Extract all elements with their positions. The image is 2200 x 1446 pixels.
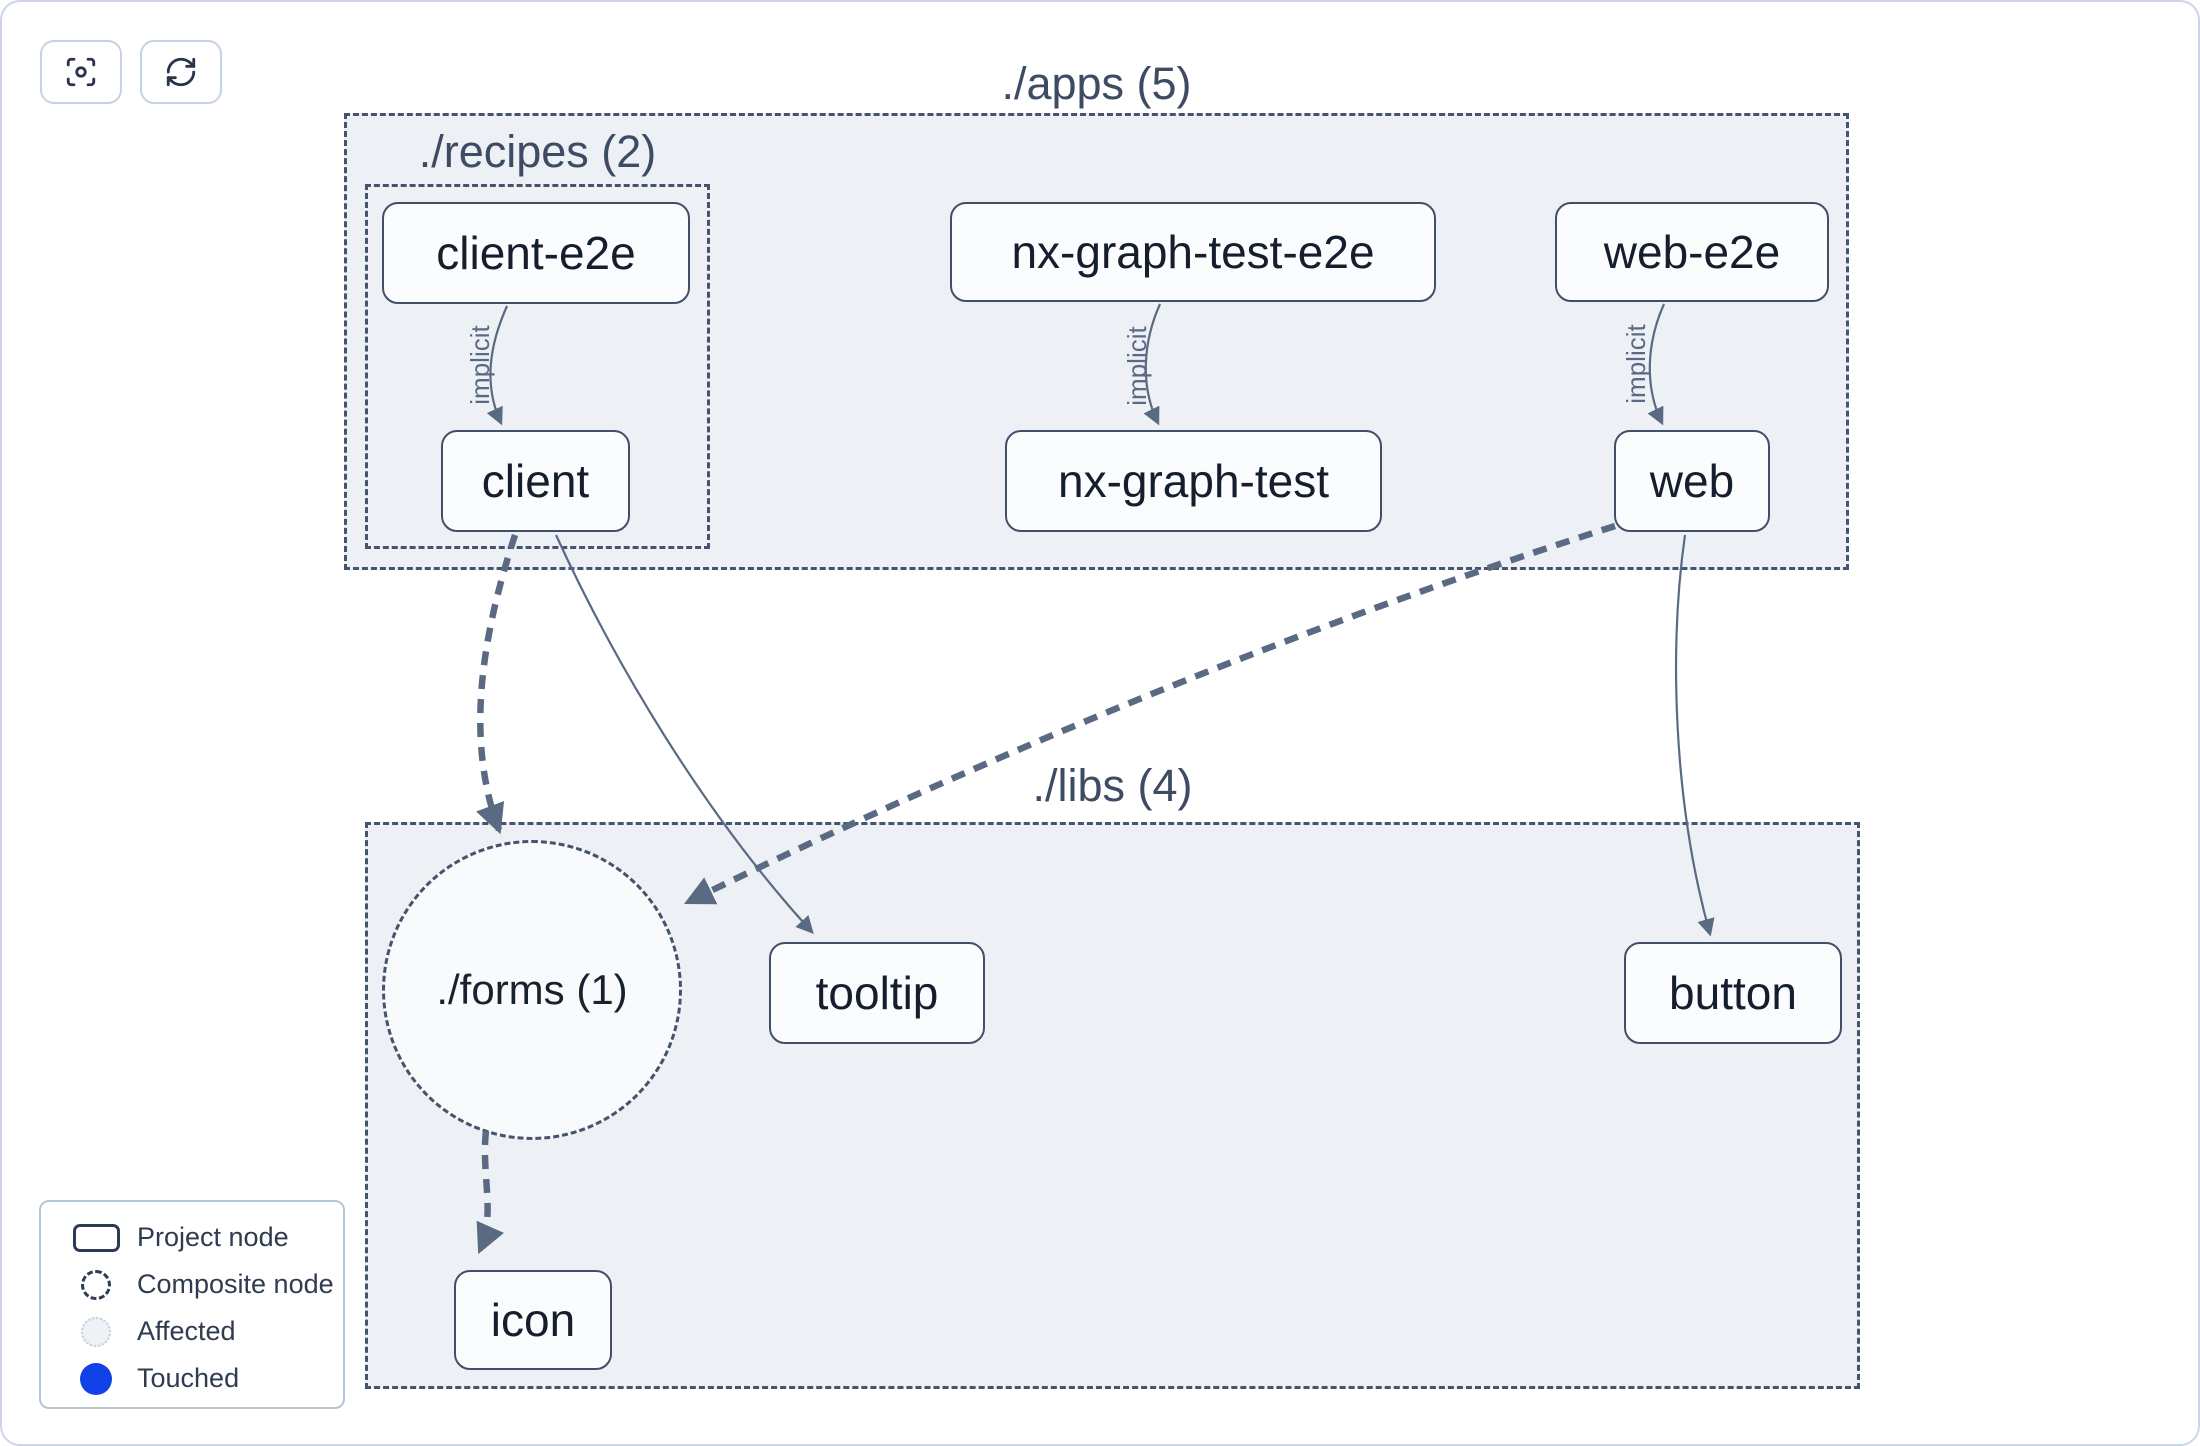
legend-row-affected: Affected	[65, 1308, 343, 1355]
project-node-button[interactable]: button	[1624, 942, 1842, 1044]
project-node-icon[interactable]: icon	[454, 1270, 612, 1370]
project-node-client-e2e[interactable]: client-e2e	[382, 202, 690, 304]
edge-nx-graph-test-e2e-to-nx-graph-test[interactable]	[1143, 303, 1162, 426]
edge-web-to-button[interactable]	[1675, 534, 1715, 937]
project-node-web-e2e[interactable]: web-e2e	[1555, 202, 1829, 302]
project-node-label: web	[1649, 455, 1735, 507]
legend-row-touched: Touched	[65, 1355, 343, 1402]
project-node-label: button	[1669, 967, 1797, 1019]
focus-button[interactable]	[40, 40, 122, 104]
project-node-label: icon	[490, 1294, 576, 1346]
project-node-label: client	[481, 455, 590, 507]
scan-focus-icon	[66, 57, 96, 87]
project-node-nx-graph-test[interactable]: nx-graph-test	[1005, 430, 1382, 532]
toolbar	[40, 40, 222, 104]
composite-node-forms-label: ./forms (1)	[436, 966, 628, 1013]
project-node-label: client-e2e	[436, 227, 636, 279]
legend-label: Touched	[137, 1363, 240, 1393]
container-recipes: ./recipes (2)	[365, 129, 710, 549]
edge-client-to-forms[interactable]	[476, 533, 519, 835]
legend-label: Composite node	[137, 1269, 334, 1299]
project-node-nx-graph-test-e2e[interactable]: nx-graph-test-e2e	[950, 202, 1436, 302]
project-node-label: web-e2e	[1603, 226, 1781, 278]
edge-client-to-tooltip[interactable]	[554, 534, 814, 934]
composite-node-swatch-icon	[81, 1269, 111, 1300]
project-node-client[interactable]: client	[441, 430, 630, 532]
edge-web-e2e-to-web[interactable]	[1647, 303, 1666, 426]
edge-client-e2e-to-client[interactable]	[486, 305, 509, 426]
legend-row-composite-node: Composite node	[65, 1261, 343, 1308]
project-node-web[interactable]: web	[1614, 430, 1770, 532]
legend-label: Project node	[137, 1222, 289, 1252]
edge-web-to-forms[interactable]	[683, 522, 1616, 905]
container-recipes-label: ./recipes (2)	[418, 126, 657, 177]
legend: Project node Composite node Affected Tou…	[39, 1200, 345, 1409]
project-node-swatch-icon	[72, 1223, 120, 1252]
composite-node-forms[interactable]: ./forms (1)	[382, 840, 682, 1140]
project-node-label: nx-graph-test	[1057, 455, 1329, 507]
refresh-button[interactable]	[140, 40, 222, 104]
legend-row-project-node: Project node	[65, 1214, 343, 1261]
project-node-label: tooltip	[815, 967, 939, 1019]
container-apps-label: ./apps (5)	[1001, 58, 1192, 109]
edge-forms-to-icon[interactable]	[476, 1130, 504, 1255]
legend-label: Affected	[137, 1316, 236, 1346]
project-node-tooltip[interactable]: tooltip	[769, 942, 985, 1044]
container-libs-label: ./libs (4)	[1032, 760, 1193, 811]
affected-swatch-icon	[81, 1316, 111, 1347]
project-node-label: nx-graph-test-e2e	[1011, 226, 1375, 278]
touched-swatch-icon	[80, 1362, 112, 1395]
refresh-icon	[166, 57, 196, 87]
